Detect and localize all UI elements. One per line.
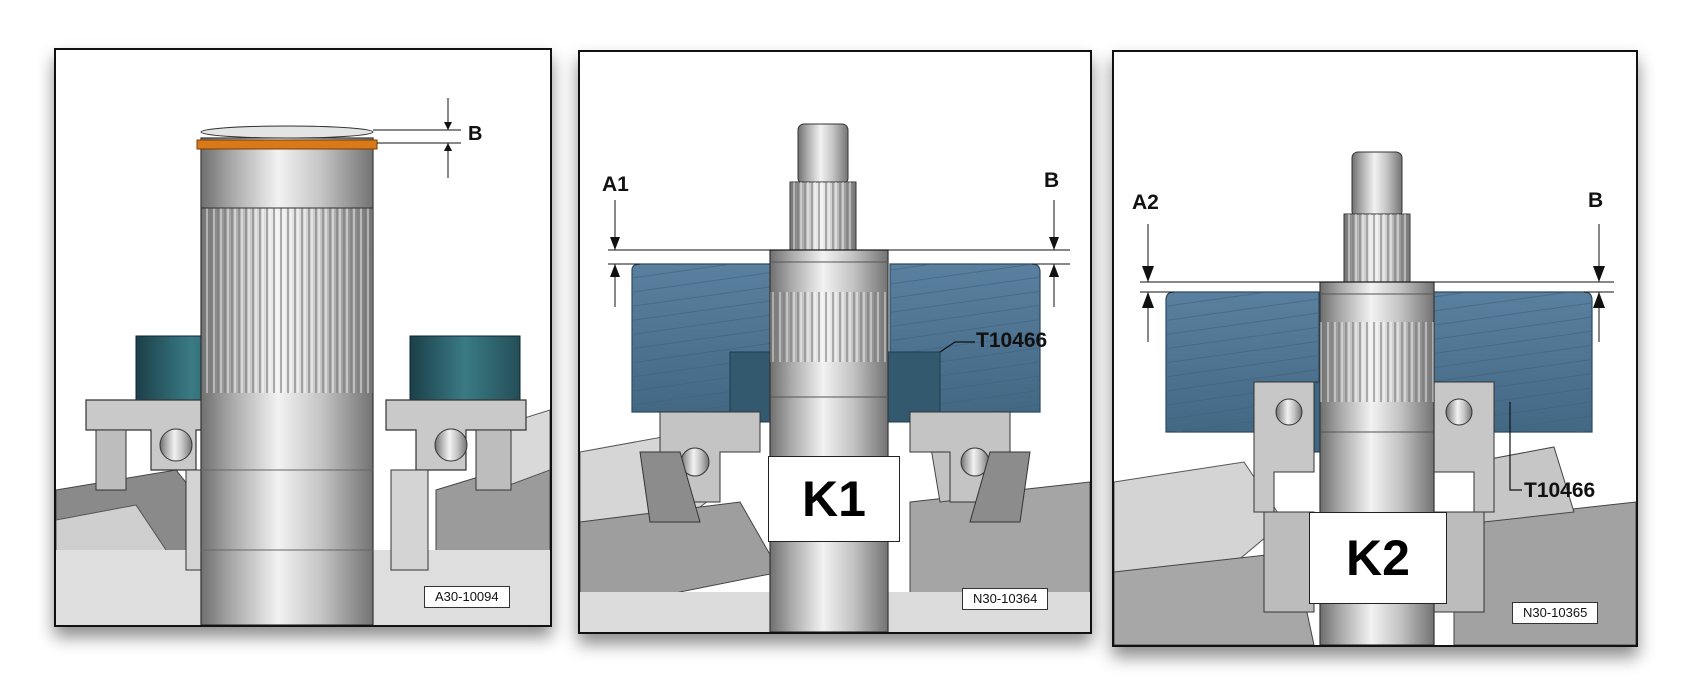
figure-panel-k2: A2 B T10466 K2 N30-10365	[1112, 50, 1638, 647]
bearing-left	[639, 411, 761, 523]
dimension-b-label: B	[1044, 169, 1060, 192]
tool-label: T10466	[1524, 479, 1596, 502]
figure-code: N30-10364	[962, 588, 1049, 610]
clutch-k1-label: K1	[768, 456, 900, 542]
dimension-b-label: B	[468, 123, 483, 145]
dimension-b-label: B	[1588, 189, 1604, 212]
shim	[196, 139, 378, 150]
tool-label: T10466	[976, 329, 1048, 352]
figure-code: N30-10365	[1512, 602, 1599, 624]
figure-panel-k1: A1 B T10466 K1 N30-10364	[578, 50, 1092, 634]
bearing-right	[909, 411, 1031, 523]
bearing-left	[1253, 381, 1315, 613]
dimension-a2-label: A2	[1132, 191, 1159, 214]
dimension-a1-label: A1	[602, 173, 629, 196]
clutch-k2-label: K2	[1309, 512, 1447, 604]
bearing-right	[385, 399, 527, 571]
figure-panel-shaft: B A30-10094	[54, 48, 552, 627]
shaft-illustration	[56, 98, 550, 625]
k1-illustration	[580, 123, 1090, 632]
figure-code: A30-10094	[424, 586, 510, 608]
